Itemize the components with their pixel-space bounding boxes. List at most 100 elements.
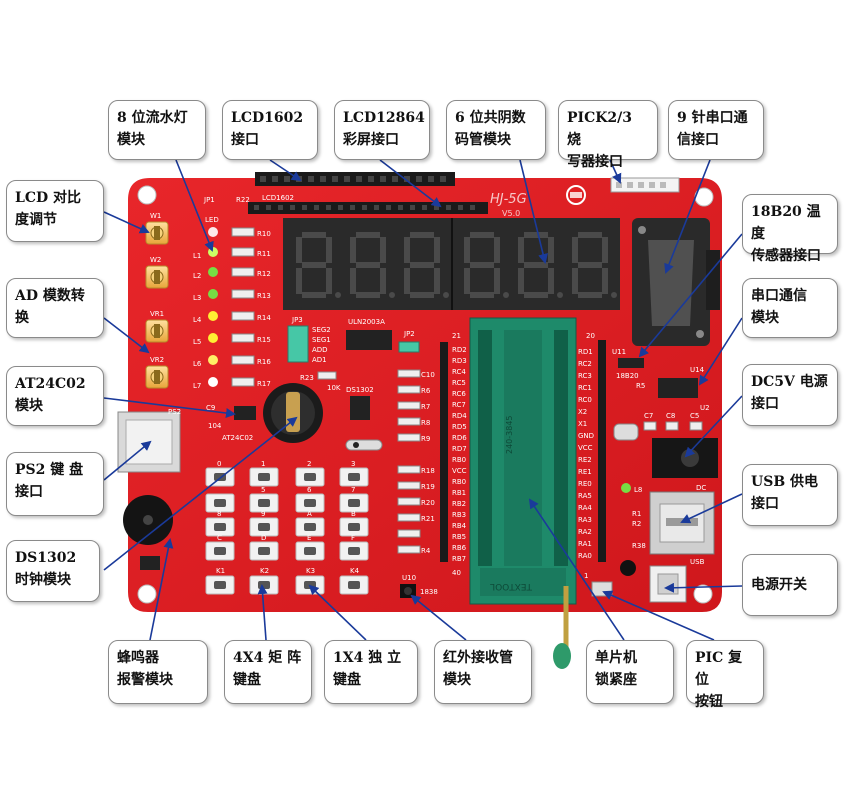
pin-label: RB0 <box>452 478 466 486</box>
led-label: L3 <box>193 294 201 302</box>
res-label: R9 <box>421 435 430 443</box>
arrow-icon <box>664 159 711 274</box>
left-pin-header: 21 40 RD2 RD3 RC4 RC5 RC6 RC7 RD4 RD5 RD… <box>440 332 467 577</box>
arrow-icon <box>269 159 302 182</box>
callout-at24c02: AT24C02 模块 <box>6 366 104 426</box>
pin-label: RB0 <box>452 456 466 464</box>
board-version: V5.0 <box>502 209 520 218</box>
led-label: L7 <box>193 382 201 390</box>
dc-silk: DC <box>696 484 706 492</box>
arrow-icon <box>698 317 743 386</box>
pin-label: RA5 <box>578 492 592 500</box>
pin-label: RA3 <box>578 516 592 524</box>
resistor-column: C10 R6 R7 R8 R9 R18 R19 R20 R21 R4 <box>397 369 435 555</box>
ds1302-chip: DS1302 <box>345 386 383 451</box>
pin-label: RC5 <box>452 379 466 387</box>
r22-silk: R22 <box>236 196 250 204</box>
arrow-icon <box>602 590 715 641</box>
arrow-icon <box>528 498 625 641</box>
pin-label: RA0 <box>578 552 592 560</box>
rtc-battery-holder <box>263 383 323 443</box>
led-array: JP1 R22 LED L1 L2 L3 L4 L5 L6 L7 R10 R11… <box>193 196 271 390</box>
seg1-silk: SEG1 <box>312 336 331 344</box>
l8-silk: L8 <box>634 486 642 494</box>
res-label: R6 <box>421 387 431 395</box>
buzzer <box>123 495 173 570</box>
pin-label: RB7 <box>452 555 466 563</box>
18b20-silk: 18B20 <box>616 372 639 380</box>
at24c02-chip: C9 104 AT24C02 <box>206 404 256 442</box>
pin21-silk: 21 <box>452 332 461 340</box>
arrow-icon <box>664 582 743 593</box>
key-label: K4 <box>350 567 360 575</box>
resistor-label: R11 <box>257 250 271 258</box>
pin-label: X1 <box>578 420 587 428</box>
callout-power-switch: 电源开关 <box>742 554 838 616</box>
res-label: R7 <box>421 403 430 411</box>
key-label: 1 <box>261 460 265 468</box>
pin-label: RB5 <box>452 533 466 541</box>
jp1-silk: JP1 <box>203 196 215 204</box>
r38-silk: R38 <box>632 542 646 550</box>
vr2-silk: VR2 <box>150 356 164 364</box>
arrow-icon <box>680 493 743 524</box>
pin-label: RC2 <box>578 360 592 368</box>
socket-brand: TEXTOOL <box>490 581 533 591</box>
add-silk: ADD <box>312 346 328 354</box>
pin20-silk: 20 <box>586 332 595 340</box>
callout-pick: PICK2/3 烧 写器接口 <box>558 100 658 170</box>
pin-label: RA2 <box>578 528 592 536</box>
ps2-silk: PS2 <box>168 408 181 416</box>
arrow-icon <box>684 395 743 458</box>
w2-silk: W2 <box>150 256 161 264</box>
callout-ps2: PS2 键 盘 接口 <box>6 452 104 516</box>
c7-silk: C7 <box>644 412 653 420</box>
res-10k-silk: 10K <box>327 384 341 392</box>
vr1-silk: VR1 <box>150 310 164 318</box>
callout-6digit: 6 位共阴数 码管模块 <box>446 100 546 160</box>
lcd1602-silk: LCD1602 <box>262 194 294 202</box>
callout-dc5v: DC5V 电源 接口 <box>742 364 838 426</box>
arrow-icon <box>519 159 548 264</box>
c5-silk: C5 <box>690 412 699 420</box>
pin-label: RC1 <box>578 384 592 392</box>
callout-ad: AD 模数转 换 <box>6 278 104 338</box>
arrow-icon <box>638 233 743 358</box>
usb-silk: USB <box>690 558 705 566</box>
key-label: 0 <box>217 460 221 468</box>
pin-label: RB1 <box>452 489 466 497</box>
board-logo <box>566 185 586 205</box>
callout-led8: 8 位流水灯 模块 <box>108 100 206 160</box>
callout-serial-module: 串口通信 模块 <box>742 278 838 338</box>
arrow-icon <box>609 159 622 184</box>
callout-arrows <box>103 159 743 641</box>
pin-label: VCC <box>578 444 593 452</box>
key-label: K2 <box>260 567 269 575</box>
arrow-icon <box>149 538 174 641</box>
led-silk: LED <box>205 216 219 224</box>
ps2-connector: PS2 <box>117 408 181 473</box>
key-label: B <box>351 510 356 518</box>
arrow-icon <box>103 317 150 354</box>
u14-silk: U14 <box>690 366 705 374</box>
pin-label: RB4 <box>452 522 467 530</box>
seven-segment-display <box>283 218 620 310</box>
key-label: 5 <box>261 486 265 494</box>
arrow-icon <box>175 159 214 252</box>
callout-serial9: 9 针串口通 信接口 <box>668 100 764 160</box>
key-label: D <box>261 534 266 542</box>
right-pin-header: RD1 RC2 RC3 RC1 RC0 X2 X1 GND VCC RE2 RE… <box>578 340 606 562</box>
pin-label: RE1 <box>578 468 592 476</box>
matrix-keypad: 0 1 2 3 5 6 7 8 9 A B C D E F K1 K2 K3 K… <box>205 460 369 595</box>
pin-label: RC6 <box>452 390 466 398</box>
key-label: F <box>351 534 355 542</box>
resistor-label: R12 <box>257 270 271 278</box>
ad1-silk: AD1 <box>312 356 327 364</box>
arrow-icon <box>103 416 298 571</box>
callout-4x4-keypad: 4X4 矩 阵 键盘 <box>224 640 312 704</box>
pin-label: VCC <box>452 467 467 475</box>
r5-silk: R5 <box>636 382 645 390</box>
pin-label: RE0 <box>578 480 592 488</box>
pin40-silk: 40 <box>452 569 461 577</box>
jp2-silk: JP2 <box>403 330 415 338</box>
